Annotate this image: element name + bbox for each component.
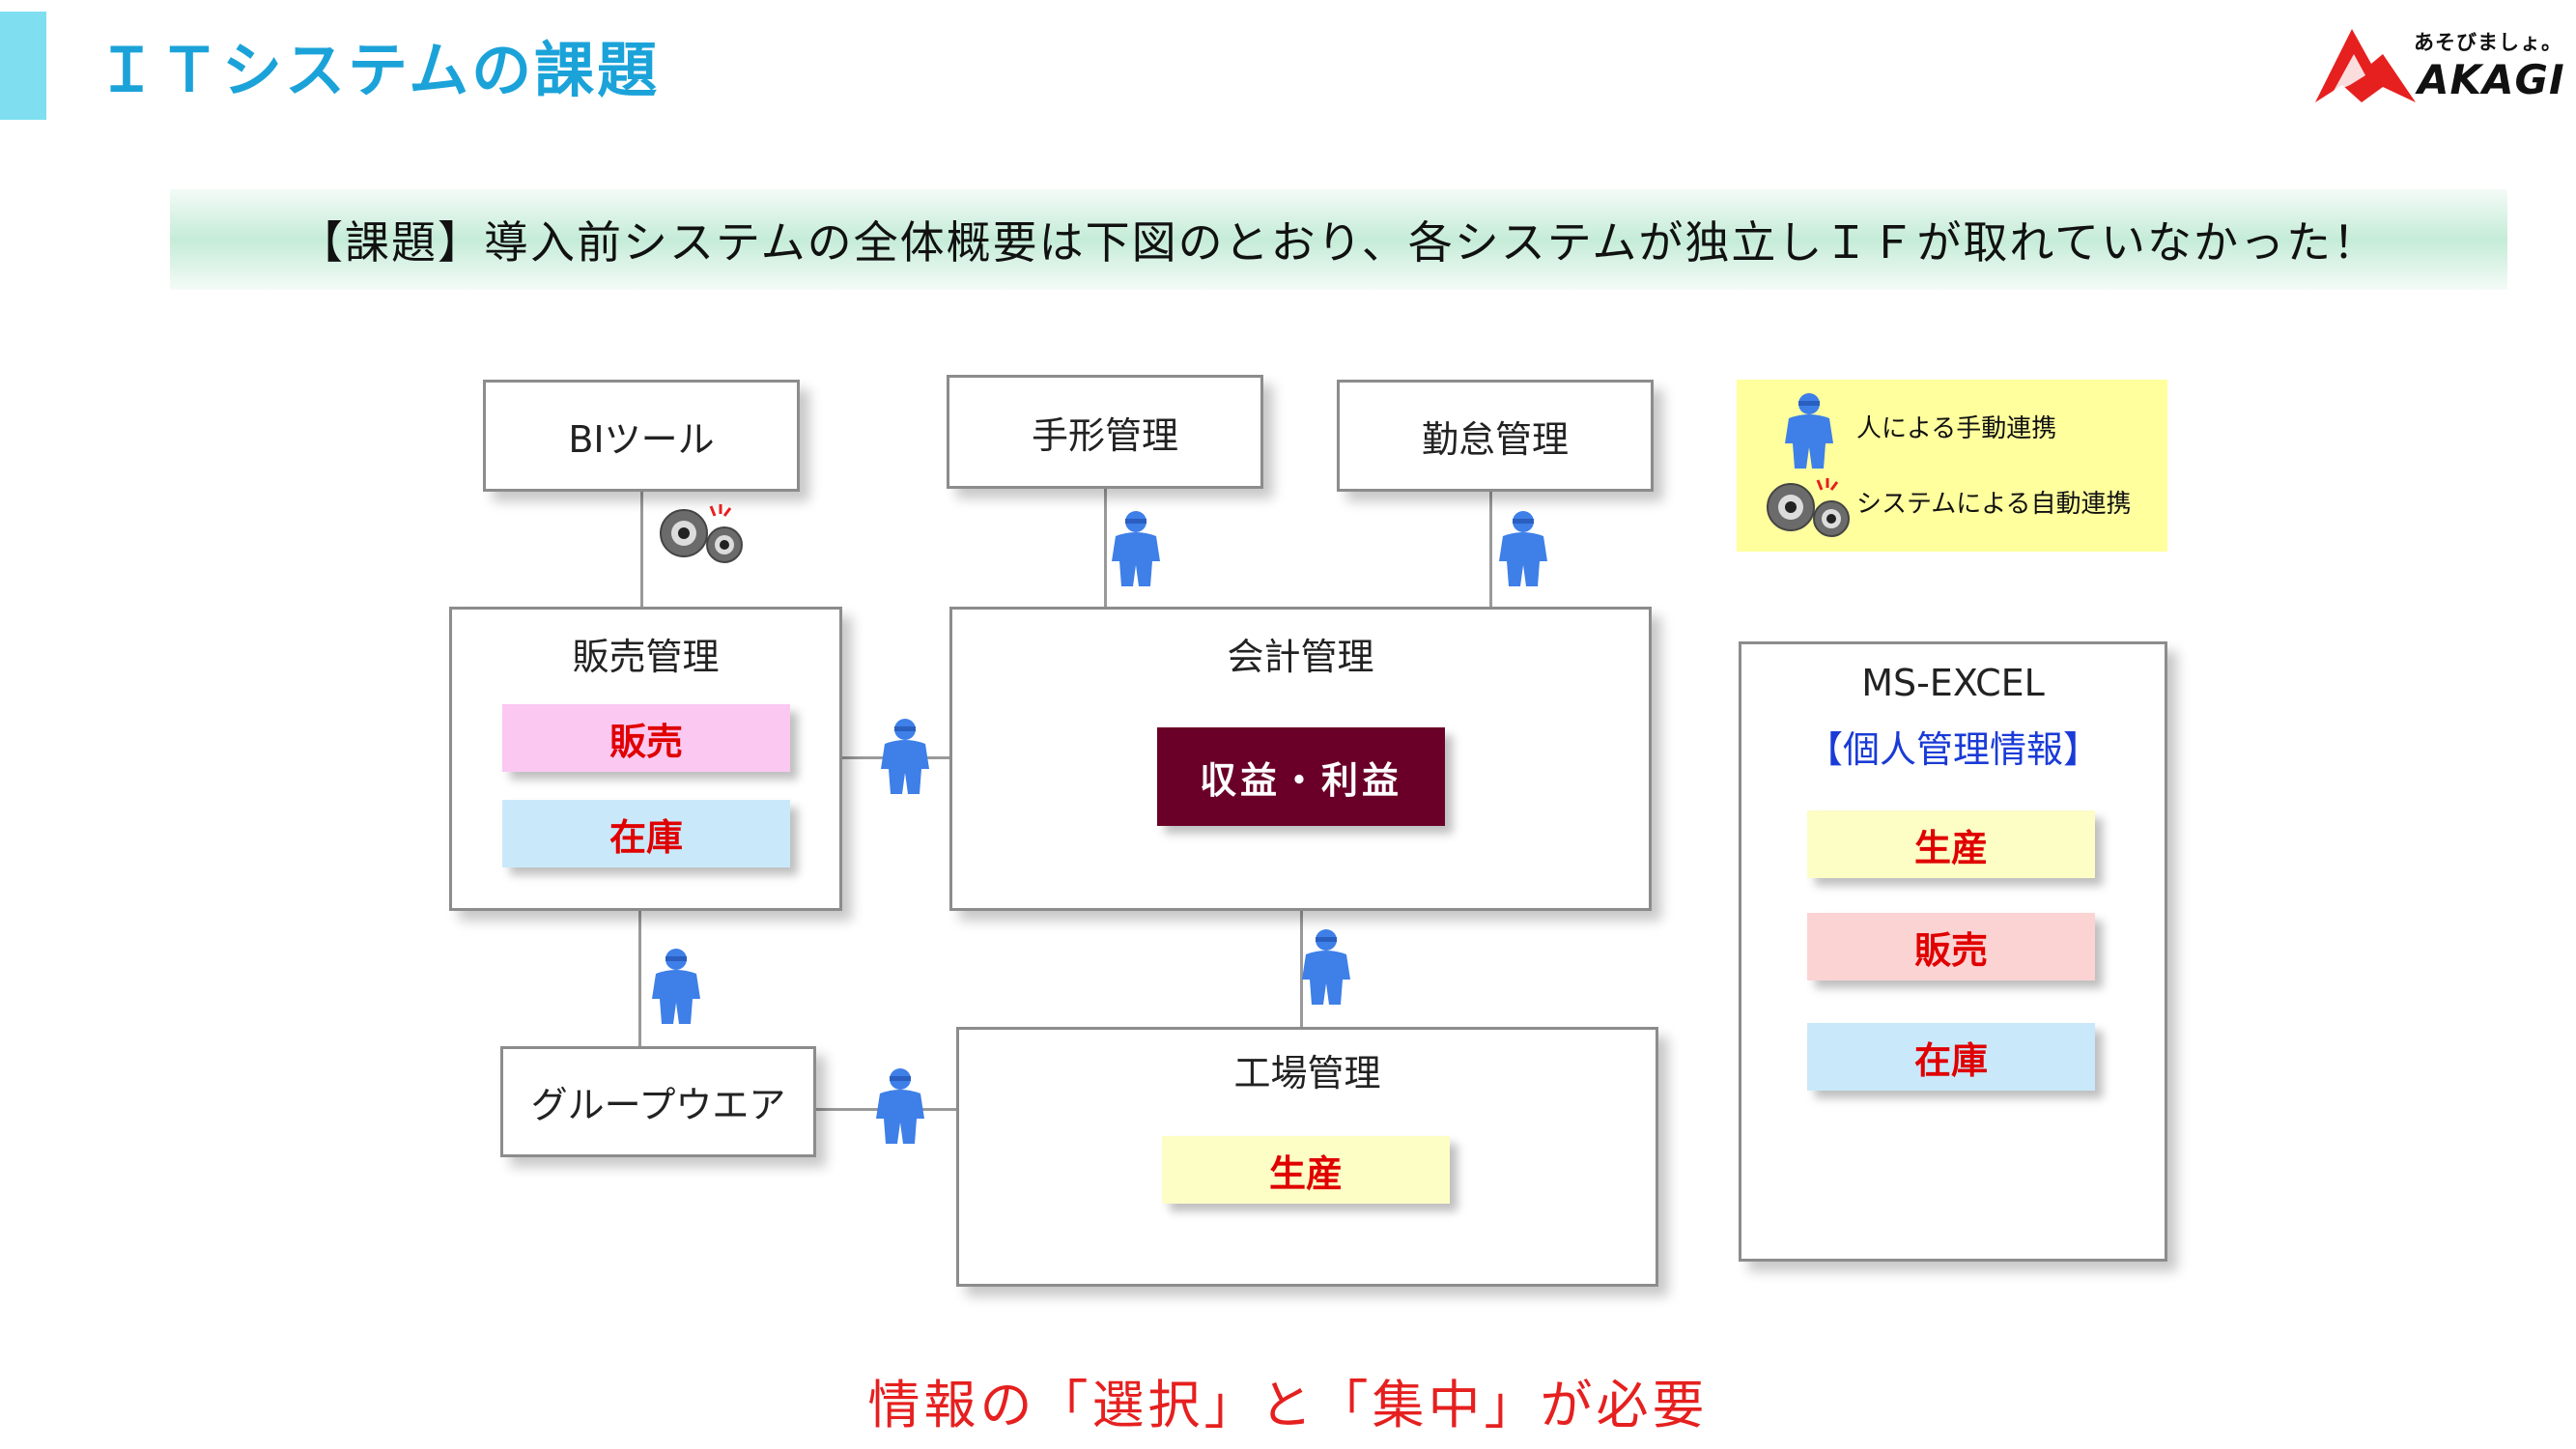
person-icon (652, 949, 700, 1024)
gears-icon (660, 504, 743, 563)
person-icon (876, 1068, 924, 1144)
page-title: ＩＴシステムの課題 (97, 35, 661, 105)
legend-auto-label: システムによる自動連携 (1856, 490, 2132, 519)
person-icon (1302, 929, 1350, 1005)
legend: 人による手動連携 システムによる自動連携 (1737, 380, 2167, 552)
connector-attendance-accounting (1489, 492, 1492, 610)
sales-tag: 販売 (502, 704, 790, 772)
logo-wordmark: AKAGI (2418, 56, 2565, 103)
person-icon (1112, 511, 1160, 586)
groupware-label: グループウエア (530, 1084, 786, 1126)
connector-bi-sales (640, 492, 643, 610)
legend-manual-label: 人による手動連携 (1856, 414, 2057, 443)
excel-subtitle: 【個人管理情報】 (1805, 728, 2100, 771)
connector-accounting-factory (1300, 911, 1303, 1027)
person-icon (881, 719, 929, 794)
excel-sales-tag: 販売 (1807, 913, 2095, 980)
groupware-box: グループウエア (500, 1046, 816, 1157)
connector-notes-accounting (1104, 489, 1107, 610)
notes-mgmt-label: 手形管理 (1031, 413, 1178, 457)
sales-mgmt-box: 販売管理 販売 在庫 (449, 607, 842, 911)
factory-box: 工場管理 生産 (956, 1027, 1658, 1287)
notes-mgmt-box: 手形管理 (947, 375, 1263, 489)
connector-sales-groupware (638, 911, 641, 1046)
inventory-tag: 在庫 (502, 800, 790, 867)
attendance-mgmt-label: 勤怠管理 (1421, 417, 1569, 461)
issue-banner-text: 【課題】導入前システムの全体概要は下図のとおり、各システムが独立しＩＦが取れてい… (297, 216, 2380, 269)
excel-production-tag: 生産 (1807, 810, 2095, 878)
footer-message: 情報の「選択」と「集中」が必要 (867, 1375, 1709, 1435)
factory-title: 工場管理 (1233, 1052, 1381, 1094)
issue-banner: 【課題】導入前システムの全体概要は下図のとおり、各システムが独立しＩＦが取れてい… (170, 189, 2507, 290)
bi-tool-label: BIツール (568, 417, 715, 461)
revenue-profit-tag: 収益・利益 (1157, 727, 1445, 826)
excel-box: MS-EXCEL 【個人管理情報】 生産 販売 在庫 (1739, 641, 2167, 1262)
accounting-title: 会計管理 (1227, 636, 1374, 678)
excel-title: MS-EXCEL (1861, 662, 2045, 704)
person-icon (1499, 511, 1547, 586)
attendance-mgmt-box: 勤怠管理 (1337, 380, 1654, 492)
bi-tool-box: BIツール (483, 380, 800, 492)
accounting-box: 会計管理 収益・利益 (949, 607, 1652, 911)
title-accent-bar (0, 12, 46, 120)
production-tag: 生産 (1162, 1136, 1450, 1204)
gears-icon (1767, 478, 1850, 537)
logo-tagline: あそびましょ。 (2414, 31, 2562, 54)
akagi-logo: あそびましょ。 AKAGI (2313, 23, 2564, 110)
sales-mgmt-title: 販売管理 (572, 636, 720, 678)
akagi-logo-mark (2315, 29, 2416, 102)
person-icon (1785, 393, 1833, 469)
excel-inventory-tag: 在庫 (1807, 1023, 2095, 1091)
